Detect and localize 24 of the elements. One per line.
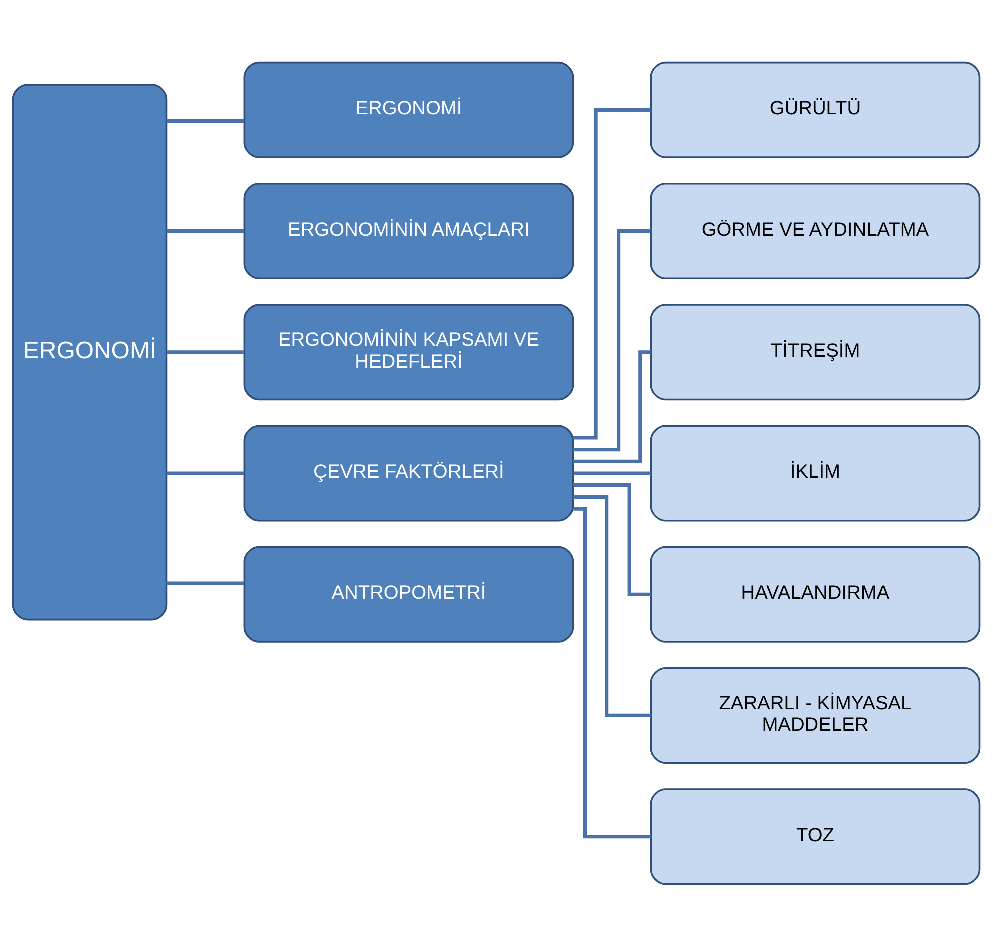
node-box: GÖRME VE AYDINLATMA — [650, 183, 981, 280]
node-box: İKLİM — [650, 425, 981, 522]
connector — [166, 229, 244, 234]
node-box: TİTREŞİM — [650, 304, 981, 401]
node-box: ÇEVRE FAKTÖRLERİ — [244, 425, 574, 522]
node-box: HAVALANDIRMA — [650, 546, 981, 643]
connector — [166, 582, 244, 586]
connector — [166, 472, 244, 476]
connector — [573, 495, 652, 718]
node-box: ERGONOMİNİN AMAÇLARI — [244, 183, 574, 280]
connector — [574, 507, 651, 839]
connector — [166, 350, 244, 354]
node-box: ERGONOMİ — [244, 62, 574, 158]
connector — [573, 108, 651, 440]
node-box: ANTROPOMETRİ — [244, 546, 574, 643]
node-box: ERGONOMİNİN KAPSAMI VE HEDEFLERİ — [244, 304, 574, 401]
node-box: ERGONOMİ — [12, 84, 168, 621]
node-box: TOZ — [650, 788, 981, 886]
connector — [574, 472, 652, 476]
node-box: GÜRÜLTÜ — [650, 62, 981, 158]
connector — [573, 350, 651, 464]
connector — [573, 229, 651, 452]
node-box: ZARARLI - KİMYASAL MADDELER — [650, 667, 981, 764]
connector — [166, 119, 244, 124]
